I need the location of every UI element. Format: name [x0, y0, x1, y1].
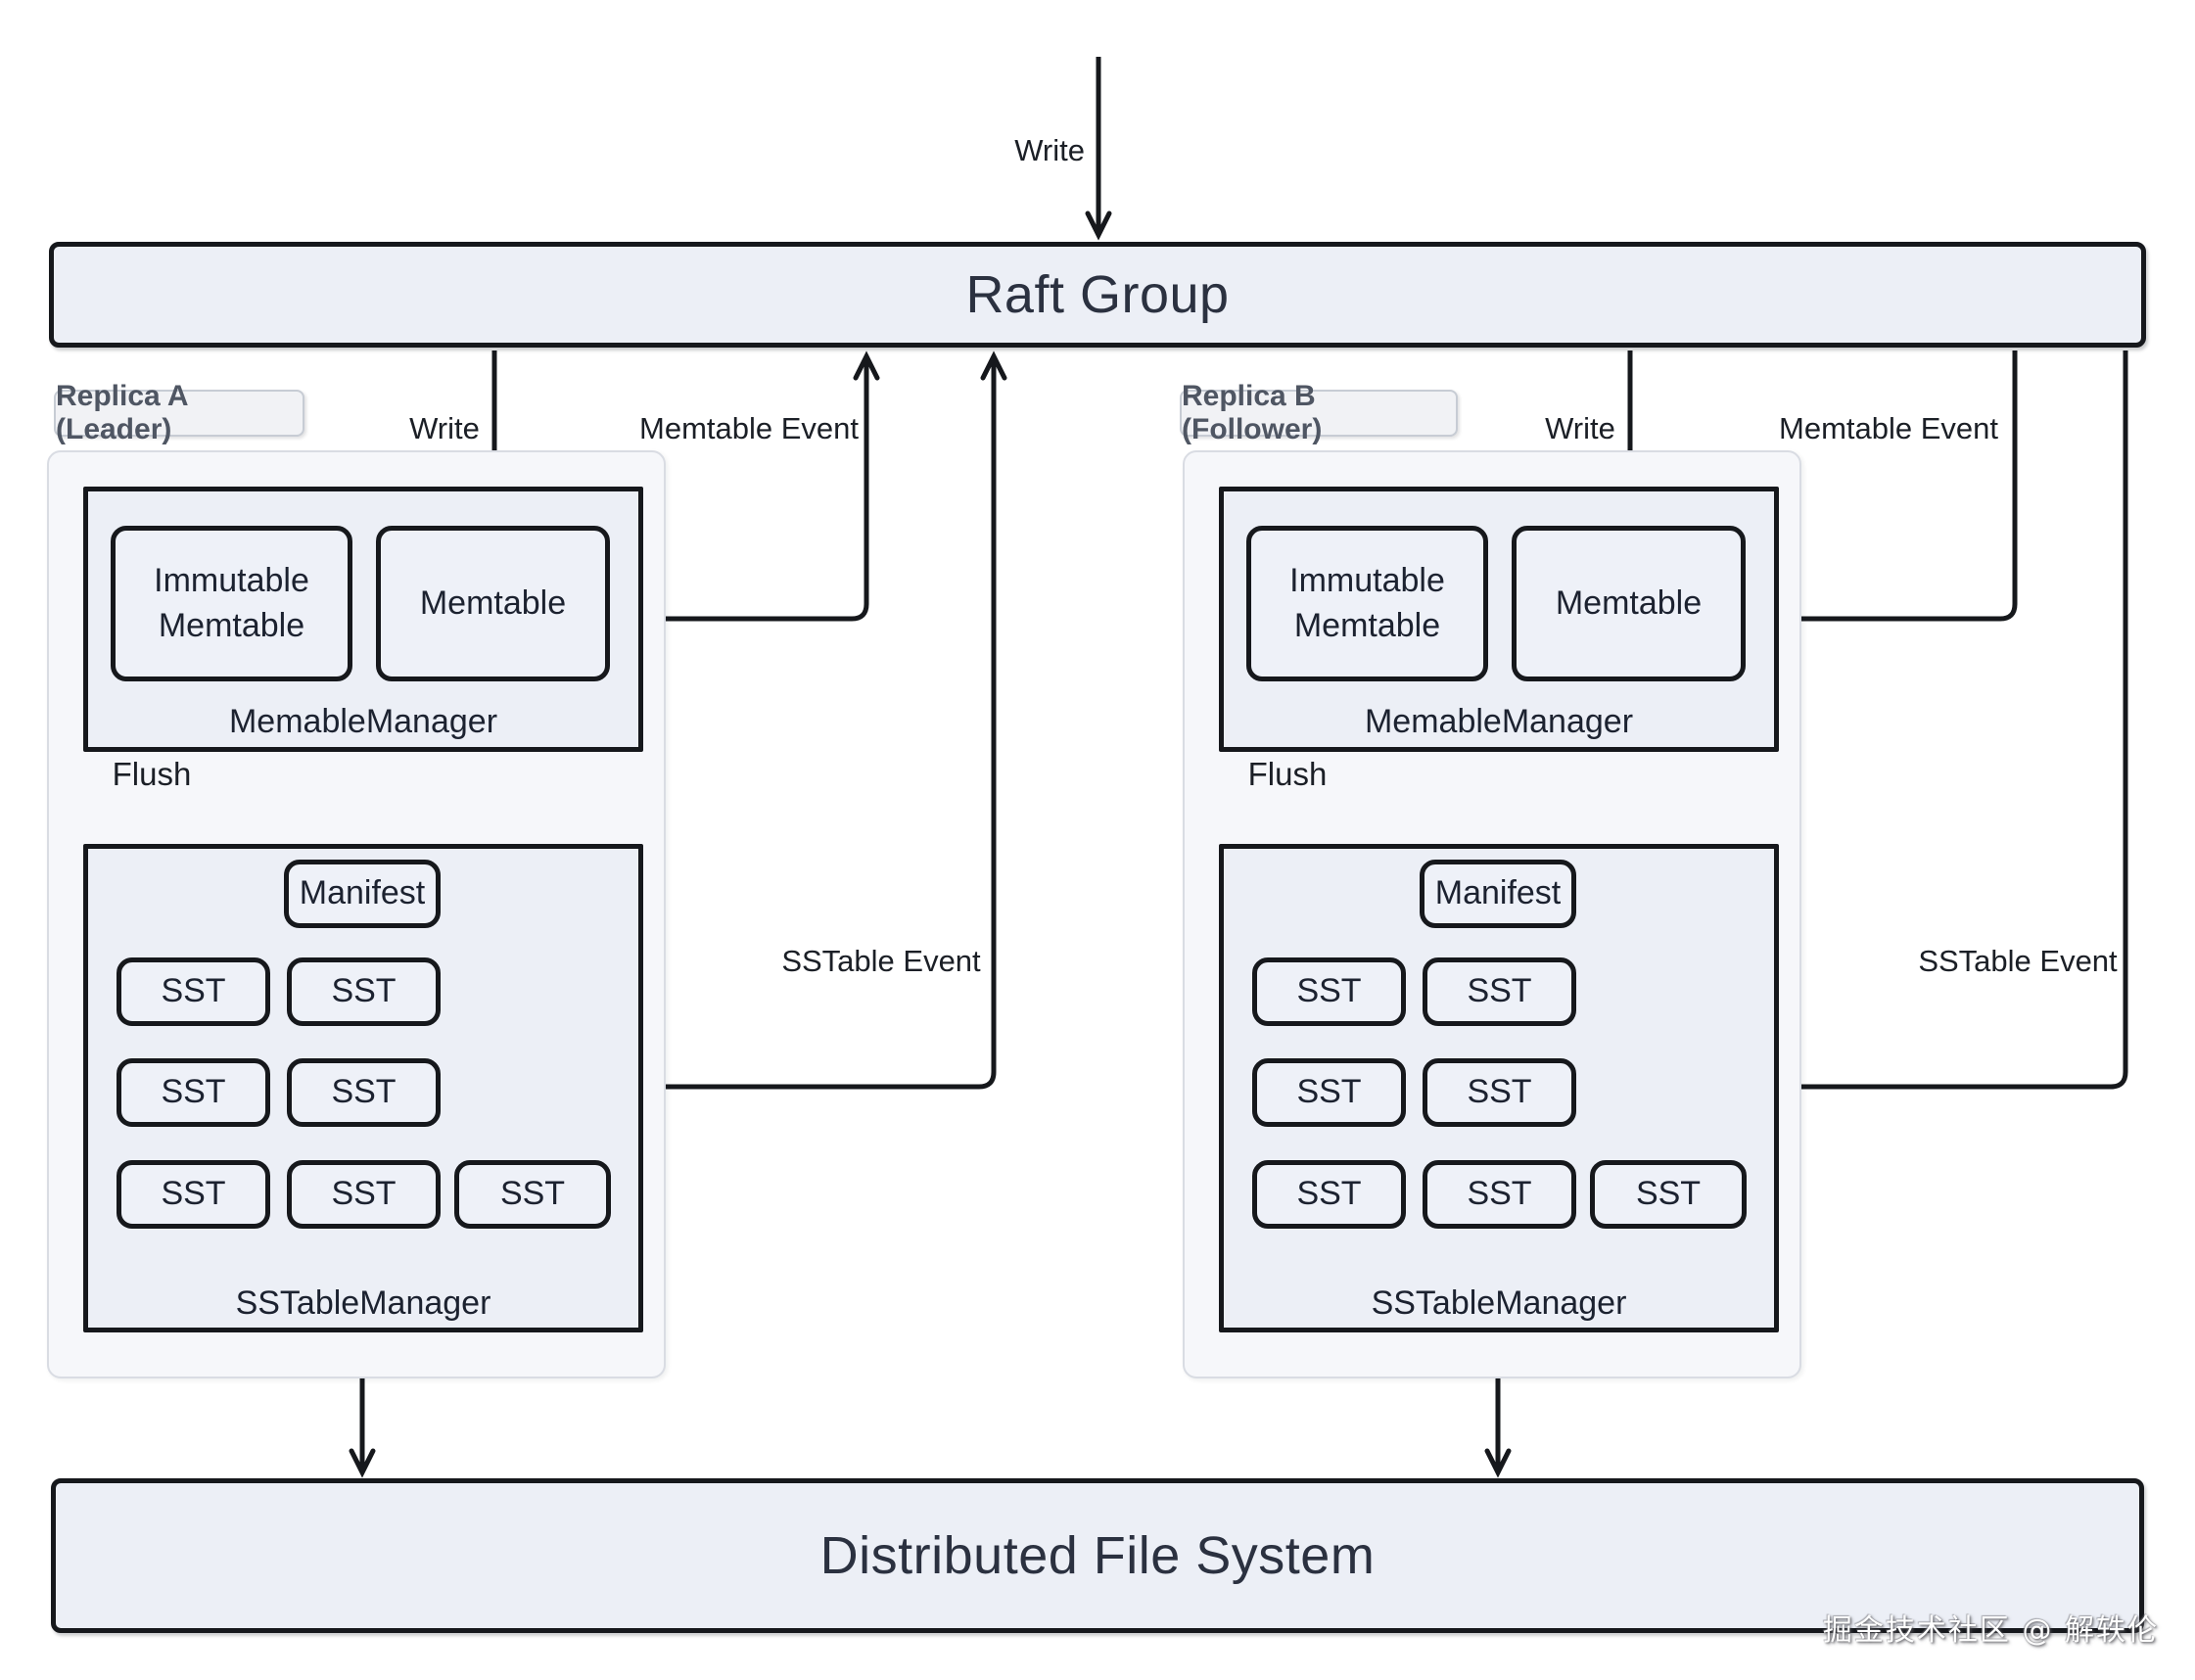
replica-b-chip: Replica B (Follower)	[1180, 380, 1458, 445]
replica-a-chip: Replica A (Leader)	[54, 380, 304, 445]
replica-a-write-label: Write	[409, 411, 480, 445]
replica-a-immutable-memtable: Immutable Memtable	[111, 526, 352, 681]
replica-b-sst-5: SST	[1252, 1160, 1406, 1229]
replica-b-write-label: Write	[1545, 411, 1615, 445]
replica-a-memtable-event-label: Memtable Event	[639, 411, 859, 445]
replica-b-sstable-event-label: SSTable Event	[1918, 944, 2118, 978]
distributed-file-system-label: Distributed File System	[819, 1526, 1376, 1585]
replica-a-sst-7: SST	[454, 1160, 611, 1229]
arrow-memtable-event-b	[1762, 350, 2018, 632]
replica-b-memable-manager-label: MemableManager	[1364, 703, 1634, 740]
replica-a-sstable-manager-label: SSTableManager	[235, 1284, 491, 1322]
replica-a-sst-1: SST	[117, 957, 270, 1026]
replica-a-sst-4: SST	[287, 1058, 441, 1127]
replica-b-sst-3: SST	[1252, 1058, 1406, 1127]
replica-a-flush-label: Flush	[112, 756, 192, 792]
replica-a-sstable-event-label: SSTable Event	[781, 944, 981, 978]
replica-a-sst-2: SST	[287, 957, 441, 1026]
replica-a-memtable: Memtable	[376, 526, 610, 681]
replica-b-sst-2: SST	[1423, 957, 1576, 1026]
distributed-file-system-box: Distributed File System	[51, 1478, 2144, 1633]
replica-a-sst-3: SST	[117, 1058, 270, 1127]
replica-b-flush-label: Flush	[1247, 756, 1328, 792]
replica-a-sst-5: SST	[117, 1160, 270, 1229]
replica-b-sst-4: SST	[1423, 1058, 1576, 1127]
replica-a-chip-label: Replica A (Leader)	[56, 380, 188, 445]
raft-group-label: Raft Group	[965, 265, 1230, 324]
replica-b-sstable-manager-label: SSTableManager	[1371, 1284, 1627, 1322]
replica-b-manifest: Manifest	[1420, 860, 1576, 928]
replica-a-memable-manager-label: MemableManager	[228, 703, 498, 740]
arrow-sstable-event-b	[1766, 350, 2128, 1100]
arrow-memtable-event-a	[643, 350, 880, 622]
replica-b-memtable-event-label: Memtable Event	[1779, 411, 1998, 445]
replica-a-manifest: Manifest	[284, 860, 441, 928]
watermark: 掘金技术社区 @ 解轶伦	[1822, 1613, 2159, 1648]
replica-b-chip-label: Replica B (Follower)	[1182, 380, 1323, 445]
replica-a-sst-6: SST	[287, 1160, 441, 1229]
arrow-sstable-event-a	[643, 350, 1007, 1090]
replica-b-sst-1: SST	[1252, 957, 1406, 1026]
replica-b-sst-6: SST	[1423, 1160, 1576, 1229]
replica-b-immutable-memtable: Immutable Memtable	[1246, 526, 1488, 681]
raft-group-box: Raft Group	[49, 242, 2146, 348]
replica-b-sst-7: SST	[1590, 1160, 1747, 1229]
replica-b-memtable: Memtable	[1512, 526, 1746, 681]
write-top-label: Write	[1014, 133, 1085, 167]
